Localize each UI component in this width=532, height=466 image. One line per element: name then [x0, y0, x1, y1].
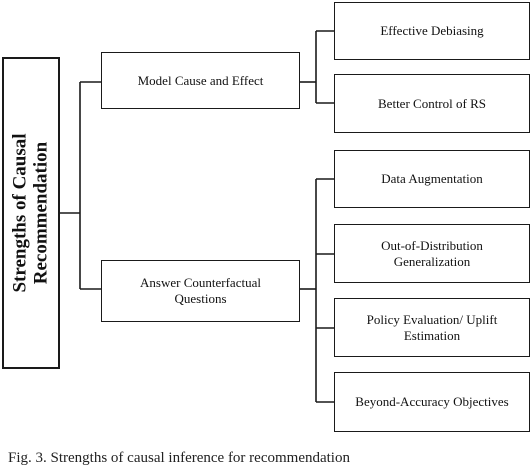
root-label: Strengths of Causal Recommendation [10, 133, 52, 292]
leaf-label: Policy Evaluation/ Uplift Estimation [366, 311, 498, 343]
leaf-label: Beyond-Accuracy Objectives [355, 394, 509, 409]
branch-answer-counterfactual: Answer Counterfactual Questions [101, 260, 300, 322]
branch-model-cause-effect: Model Cause and Effect [101, 52, 300, 109]
leaf-label: Out-of-Distribution Generalization [381, 237, 483, 269]
root-label-line-2: Recommendation [31, 141, 52, 285]
root-node: Strengths of Causal Recommendation [2, 57, 60, 369]
leaf-beyond-accuracy: Beyond-Accuracy Objectives [334, 372, 530, 432]
leaf-label: Data Augmentation [381, 171, 483, 186]
leaf-ood-generalization: Out-of-Distribution Generalization [334, 224, 530, 283]
leaf-data-augmentation: Data Augmentation [334, 150, 530, 208]
leaf-label: Better Control of RS [378, 95, 486, 111]
branch-label: Answer Counterfactual Questions [140, 275, 261, 306]
leaf-label: Effective Debiasing [380, 23, 484, 38]
figure-caption: Fig. 3. Strengths of causal inference fo… [8, 450, 350, 466]
root-label-line-1: Strengths of Causal [10, 133, 31, 293]
leaf-effective-debiasing: Effective Debiasing [334, 2, 530, 60]
leaf-policy-evaluation: Policy Evaluation/ Uplift Estimation [334, 298, 530, 357]
branch-label: Model Cause and Effect [137, 72, 264, 88]
leaf-better-control: Better Control of RS [334, 74, 530, 133]
